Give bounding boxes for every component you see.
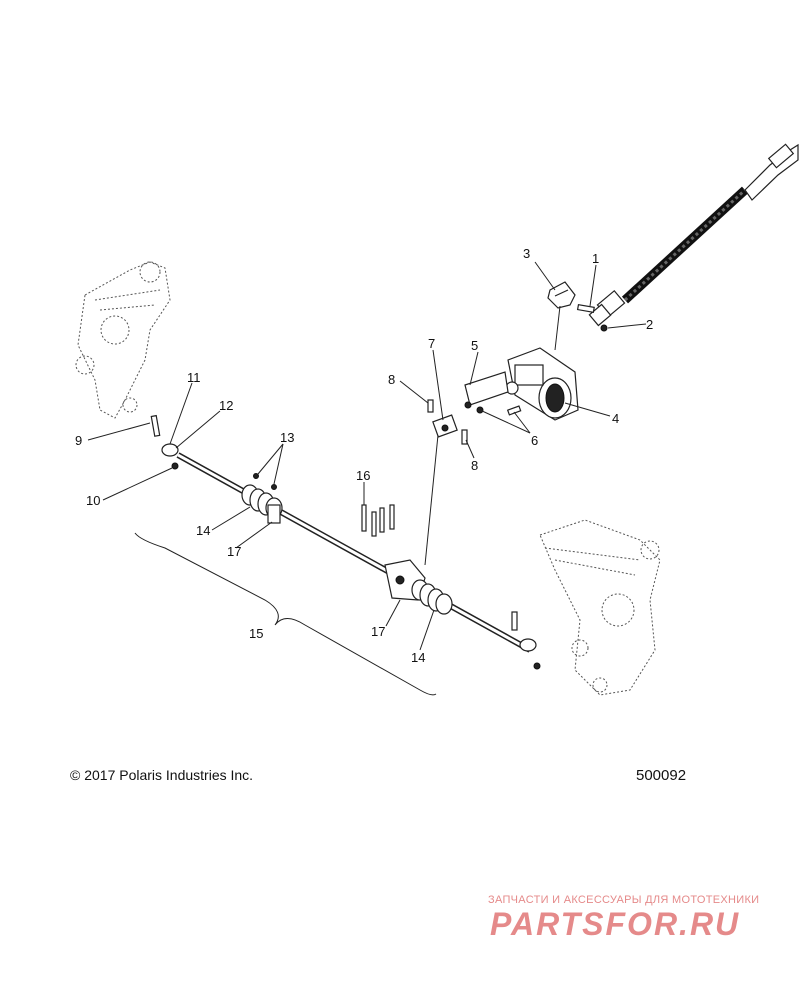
watermark-tagline: ЗАПЧАСТИ И АКСЕССУАРЫ ДЛЯ МОТОТЕХНИКИ (488, 894, 760, 906)
callout-4: 4 (612, 411, 619, 426)
callout-1: 1 (592, 251, 599, 266)
callout-16: 16 (356, 468, 370, 483)
u-joint (588, 289, 626, 332)
callout-6: 6 (531, 433, 538, 448)
bolt-8-lower (461, 429, 468, 445)
callout-5: 5 (471, 338, 478, 353)
figure-number: 500092 (636, 767, 687, 784)
leader-lines (87, 261, 647, 696)
steering-shaft (621, 143, 799, 304)
tie-rod-end-left (161, 443, 179, 470)
eps-unit (505, 347, 579, 421)
screws-13 (253, 473, 277, 490)
copyright-text: © 2017 Polaris Industries Inc. (70, 767, 254, 783)
bolts-16 (361, 504, 395, 537)
callout-8-upper: 8 (388, 372, 395, 387)
coupler (432, 414, 458, 438)
callout-10: 10 (86, 493, 100, 508)
bolt-6 (506, 405, 522, 416)
right-boot (411, 579, 453, 615)
callout-12: 12 (219, 398, 233, 413)
mount-bracket (464, 371, 509, 414)
bolt-1 (576, 303, 595, 314)
callout-8-lower: 8 (471, 458, 478, 473)
left-knuckle (75, 261, 171, 419)
callout-3: 3 (523, 246, 530, 261)
watermark-logo: PARTSFOR.RU (490, 906, 741, 942)
callout-15: 15 (249, 626, 263, 641)
callout-14-right: 14 (411, 650, 425, 665)
tie-rod-end-right (511, 611, 541, 670)
callout-17-left: 17 (227, 544, 241, 559)
callout-13: 13 (280, 430, 294, 445)
bolt-8-upper (427, 399, 434, 413)
callout-17-right: 17 (371, 624, 385, 639)
callout-9: 9 (75, 433, 82, 448)
right-knuckle (539, 519, 661, 696)
callout-11: 11 (187, 370, 201, 385)
steering-rack (176, 452, 532, 653)
bolt-9 (150, 414, 161, 437)
callout-2: 2 (646, 317, 653, 332)
callout-7: 7 (428, 336, 435, 351)
callout-14-left: 14 (196, 523, 210, 538)
rack-mount-left (267, 504, 281, 524)
callout-labels: 1 2 3 4 5 6 7 8 8 9 10 11 12 13 14 14 15… (75, 246, 653, 665)
clamp-bracket (547, 281, 576, 309)
